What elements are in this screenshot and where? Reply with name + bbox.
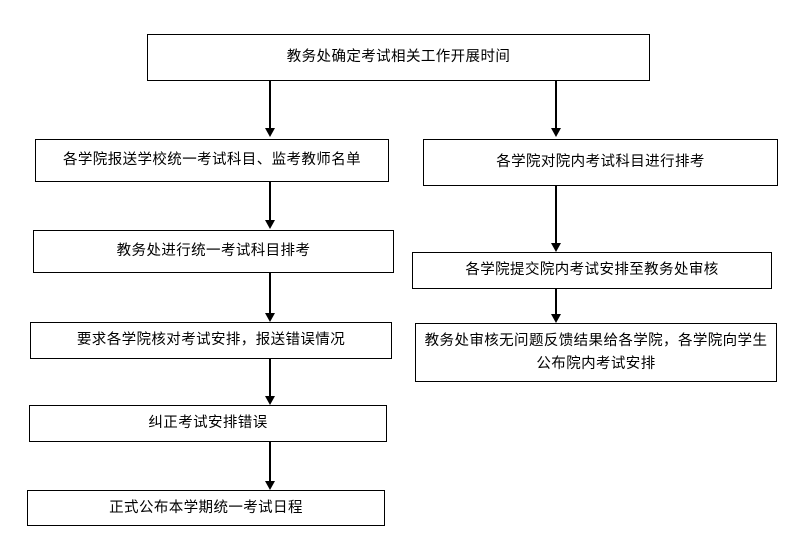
- flow-node-n3[interactable]: 教务处进行统一考试科目排考: [33, 230, 394, 273]
- flow-node-n2[interactable]: 各学院报送学校统一考试科目、监考教师名单: [35, 139, 389, 182]
- arrow-shaft: [555, 81, 557, 130]
- flow-node-n1[interactable]: 教务处确定考试相关工作开展时间: [147, 34, 650, 81]
- flow-node-label: 各学院报送学校统一考试科目、监考教师名单: [63, 152, 361, 169]
- flow-node-r1[interactable]: 各学院对院内考试科目进行排考: [423, 139, 778, 186]
- flow-node-label: 纠正考试安排错误: [148, 415, 268, 432]
- arrow-shaft: [269, 273, 271, 315]
- arrow-head-icon: [264, 220, 275, 229]
- flow-node-n4[interactable]: 要求各学院核对考试安排，报送错误情况: [30, 322, 392, 359]
- arrow-head-icon: [550, 314, 561, 323]
- arrow-head-icon: [264, 396, 275, 405]
- flow-node-label: 教务处确定考试相关工作开展时间: [286, 49, 511, 66]
- flow-arrow-r1-r2: [550, 186, 561, 253]
- flow-node-label: 各学院对院内考试科目进行排考: [496, 154, 705, 171]
- flow-node-r3[interactable]: 教务处审核无问题反馈结果给各学院，各学院向学生公布院内考试安排: [415, 323, 777, 382]
- flow-arrow-n1-r1: [550, 81, 561, 138]
- arrow-head-icon: [550, 128, 561, 137]
- arrow-head-icon: [264, 128, 275, 137]
- arrow-head-icon: [264, 481, 275, 490]
- flow-node-label: 教务处进行统一考试科目排考: [116, 243, 311, 260]
- flow-arrow-n4-n5: [264, 359, 275, 406]
- flow-arrow-n5-n6: [264, 442, 275, 491]
- flow-node-label: 教务处审核无问题反馈结果给各学院，各学院向学生公布院内考试安排: [424, 333, 768, 372]
- flow-node-r2[interactable]: 各学院提交院内考试安排至教务处审核: [412, 252, 772, 289]
- flow-node-label: 各学院提交院内考试安排至教务处审核: [465, 262, 719, 279]
- flow-arrow-n1-n2: [264, 81, 275, 138]
- flow-node-n5[interactable]: 纠正考试安排错误: [29, 405, 387, 442]
- arrow-shaft: [555, 289, 557, 316]
- flow-arrow-n2-n3: [264, 182, 275, 230]
- arrow-head-icon: [264, 313, 275, 322]
- arrow-shaft: [269, 81, 271, 130]
- flow-node-label: 要求各学院核对考试安排，报送错误情况: [76, 332, 346, 349]
- flow-node-label: 正式公布本学期统一考试日程: [109, 499, 303, 516]
- arrow-shaft: [269, 359, 271, 398]
- arrow-shaft: [269, 182, 271, 222]
- flow-arrow-r2-r3: [550, 289, 561, 324]
- flow-arrow-n3-n4: [264, 273, 275, 323]
- arrow-shaft: [269, 442, 271, 483]
- arrow-shaft: [555, 186, 557, 245]
- flow-node-n6[interactable]: 正式公布本学期统一考试日程: [27, 490, 385, 526]
- arrow-head-icon: [550, 243, 561, 252]
